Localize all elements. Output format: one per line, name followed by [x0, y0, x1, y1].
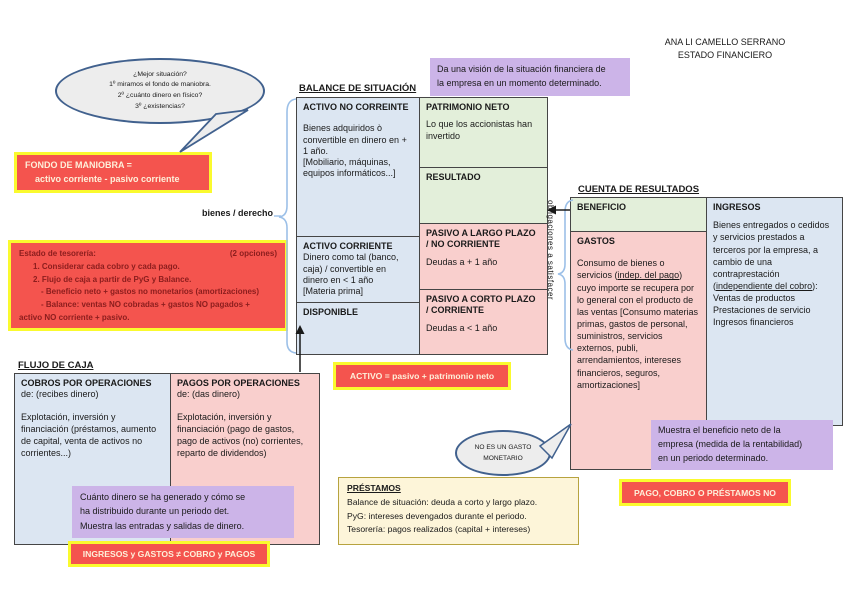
activo-equation-callout: ACTIVO = pasivo + patrimonio neto [333, 362, 511, 390]
cobros-body: Explotación, inversión y financiación (p… [21, 411, 157, 458]
bubble-line: ¿Mejor situación? [133, 70, 187, 78]
gastos-cell: GASTOS Consumo de bienes o servicios (in… [570, 231, 707, 470]
bubble-line: MONETARIO [483, 455, 523, 462]
gastos-title: GASTOS [577, 236, 615, 246]
vision-line1: Da una visión de la situación financiera… [437, 64, 606, 74]
nota-line: empresa (medida de la rentabilidad) [658, 438, 803, 449]
patrimonio-body: Lo que los accionistas han invertido [426, 119, 533, 141]
tesoreria-options: (2 opciones) [229, 249, 277, 258]
cuenta-title: CUENTA DE RESULTADOS [578, 184, 700, 195]
nota-line: ha distribuido durante un periodo det. [80, 506, 230, 517]
gastos-text: Consumo de bienes o servicios ( [577, 258, 665, 281]
prestamos-line: Tesorería: pagos realizados (capital + i… [347, 524, 531, 535]
patrimonio-neto-cell: PATRIMONIO NETO Lo que los accionistas h… [419, 97, 548, 168]
resultado-cell: RESULTADO [419, 167, 548, 224]
bienes-derecho-label: bienes / derecho [201, 208, 273, 218]
beneficio-cell: BENEFICIO [570, 197, 707, 232]
tesoreria-line: activo NO corriente + pasivo. [19, 312, 130, 322]
vision-line2: la empresa en un momento determinado. [437, 78, 602, 89]
tesoreria-line: - Beneficio neto + gastos no monetarios … [41, 287, 260, 297]
pasivo-corto-cell: PASIVO A CORTO PLAZO / CORRIENTE Deudas … [419, 289, 548, 355]
flujo-title: FLUJO DE CAJA [18, 360, 94, 371]
gastos-underlined: indep. del pago [617, 270, 680, 281]
fondo-line2: activo corriente - pasivo corriente [35, 173, 180, 184]
gasto-monetario-bubble: NO ES UN GASTO MONETARIO [455, 430, 551, 476]
bubble-line: NO ES UN GASTO [474, 443, 532, 451]
prestamos-title: PRÉSTAMOS [347, 483, 401, 493]
disponible-title: DISPONIBLE [303, 307, 359, 317]
ingresos-neq-callout: INGRESOS y GASTOS ≠ COBRO y PAGOS [68, 541, 270, 567]
pago-cobro-callout: PAGO, COBRO O PRÉSTAMOS NO [619, 479, 791, 506]
gastos-text2: ) cuyo importe se recupera por lo genera… [577, 270, 699, 390]
activo-nc-examples: [Mobiliario, máquinas, equipos informáti… [303, 157, 396, 179]
pasivo-lp-title2: / NO CORRIENTE [426, 239, 501, 250]
cobros-title: COBROS POR OPERACIONES [21, 378, 152, 388]
bubble-line: 1º miramos el fondo de maniobra. [109, 81, 211, 89]
pagos-title: PAGOS POR OPERACIONES [177, 378, 300, 388]
prestamos-box: PRÉSTAMOS Balance de situación: deuda a … [338, 477, 579, 545]
activo-nc-body: Bienes adquiridos ò convertible en diner… [303, 123, 407, 156]
ingresos-text2: ): [812, 280, 818, 291]
ingresos-cell: INGRESOS Bienes entregados o cedidos y s… [706, 197, 843, 426]
questions-speech-bubble: ¿Mejor situación? 1º miramos el fondo de… [55, 58, 265, 124]
prestamos-line: Balance de situación: deuda a corto y la… [347, 496, 538, 507]
pasivo-largo-cell: PASIVO A LARGO PLAZO / NO CORRIENTE Deud… [419, 223, 548, 290]
pasivo-cp-title2: / CORRIENTE [426, 305, 485, 316]
nota-line: Cuánto dinero se ha generado y cómo se [80, 492, 246, 502]
vision-note: Da una visión de la situación financiera… [430, 58, 630, 96]
patrimonio-title: PATRIMONIO NETO [426, 102, 510, 112]
flujo-note: Cuánto dinero se ha generado y cómo se h… [72, 486, 294, 538]
pasivo-lp-body: Deudas a + 1 año [426, 256, 498, 267]
activo-c-body: Dinero como tal (banco, caja) / converti… [303, 252, 399, 285]
activo-c-title: ACTIVO CORRIENTE [303, 241, 393, 251]
ingresos-item: Prestaciones de servicio [713, 305, 811, 316]
tesoreria-title: Estado de tesorería: [19, 249, 96, 258]
page-title: ESTADO FINANCIERO [677, 49, 773, 60]
fondo-maniobra-callout: FONDO DE MANIOBRA = activo corriente - p… [14, 152, 212, 193]
nota-line: en un periodo determinado. [658, 452, 769, 463]
page-header: ANA LI CAMELLO SERRANO ESTADO FINANCIERO [640, 36, 810, 61]
fondo-line1: FONDO DE MANIOBRA = [25, 160, 132, 170]
tesoreria-line: 1. Considerar cada cobro y cada pago. [33, 261, 180, 271]
ingresos-text: Bienes entregados o cedidos y servicios … [713, 220, 830, 291]
prestamos-line: PyG: intereses devengados durante el per… [347, 510, 527, 521]
pasivo-lp-title1: PASIVO A LARGO PLAZO [426, 228, 536, 238]
pagos-sub: de: (das dinero) [177, 389, 241, 400]
obligaciones-label: obligaciones a satisfacer [546, 200, 555, 301]
resultado-title: RESULTADO [426, 172, 481, 182]
beneficio-title: BENEFICIO [577, 202, 627, 212]
author-name: ANA LI CAMELLO SERRANO [664, 37, 786, 47]
pasivo-cp-title1: PASIVO A CORTO PLAZO [426, 294, 536, 304]
ingresos-underlined: independiente del cobro [716, 280, 813, 291]
activo-corriente-cell: ACTIVO CORRIENTE Dinero como tal (banco,… [296, 236, 420, 303]
ingresos-item: Ventas de productos [713, 293, 796, 304]
tesoreria-line: 2. Flujo de caja a partir de PyG y Balan… [33, 274, 192, 284]
pasivo-cp-body: Deudas a < 1 año [426, 322, 498, 333]
beneficio-neto-note: Muestra el beneficio neto de la empresa … [651, 420, 833, 470]
nota-line: Muestra las entradas y salidas de dinero… [80, 520, 245, 531]
cobros-sub: de: (recibes dinero) [21, 389, 99, 400]
activo-no-corriente-cell: ACTIVO NO CORREINTE Bienes adquiridos ò … [296, 97, 420, 237]
balance-title: BALANCE DE SITUACIÓN [299, 83, 417, 94]
ingresos-item: Ingresos financieros [713, 317, 794, 328]
activo-nc-title: ACTIVO NO CORREINTE [303, 102, 409, 112]
bubble-line: 3º ¿existencias? [135, 102, 185, 110]
bubble-line: 2º ¿cuánto dinero en físico? [117, 92, 203, 99]
tesoreria-callout: Estado de tesorería: (2 opciones) 1. Con… [8, 240, 288, 331]
ingresos-body: Bienes entregados o cedidos y servicios … [713, 219, 836, 328]
tesoreria-line: - Balance: ventas NO cobradas + gastos N… [41, 300, 250, 310]
activo-c-examples: [Materia prima] [303, 286, 364, 296]
gastos-body: Consumo de bienes o servicios (indep. de… [577, 257, 700, 391]
nota-line: Muestra el beneficio neto de la [658, 425, 781, 435]
pagos-body: Explotación, inversión y financiación (p… [177, 411, 304, 458]
ingresos-title: INGRESOS [713, 202, 761, 212]
disponible-cell: DISPONIBLE [296, 302, 420, 355]
